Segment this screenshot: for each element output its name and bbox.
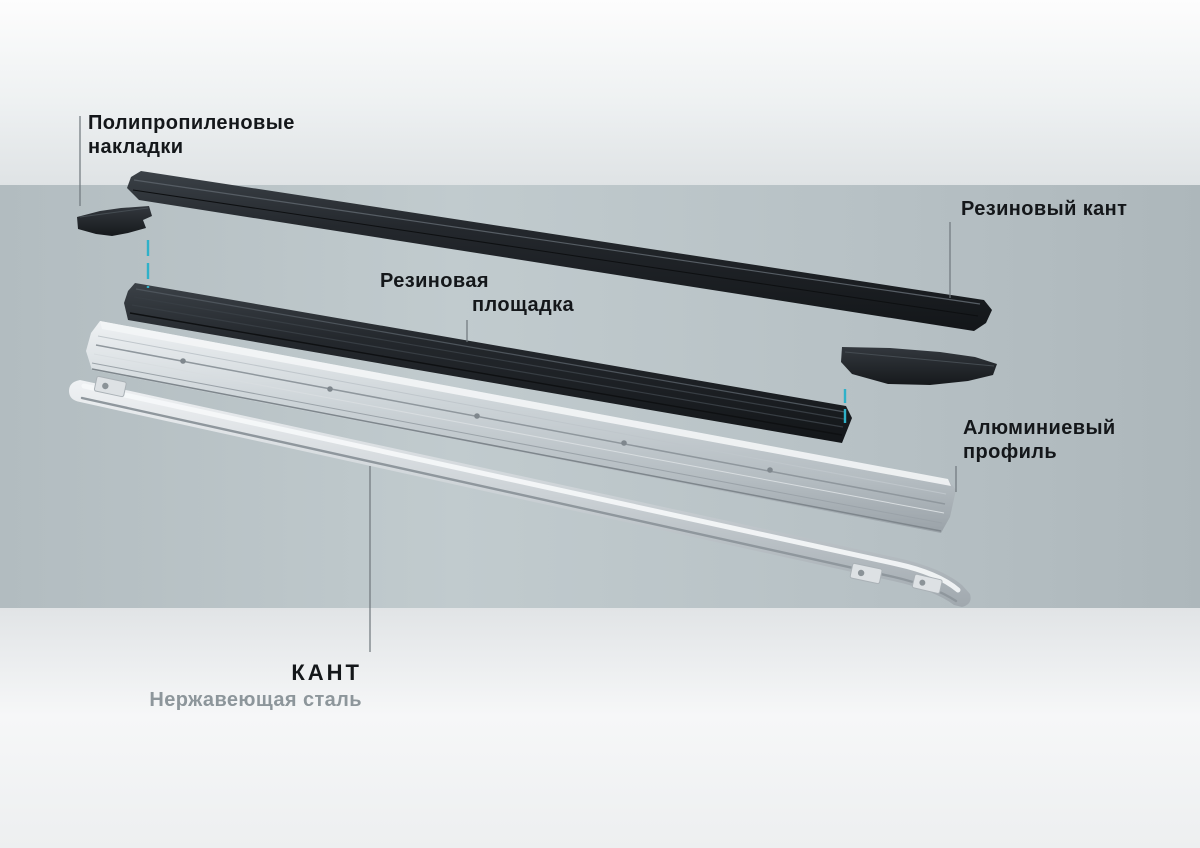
bracket: [849, 562, 883, 585]
label-rubber-edging: Резиновый кант: [961, 197, 1127, 221]
screw-hole: [621, 440, 627, 446]
label-line: площадка: [472, 294, 575, 316]
bracket: [911, 573, 943, 594]
screw-hole: [180, 358, 186, 364]
background-top: [0, 0, 1200, 185]
aluminum-profile: [86, 321, 956, 533]
material-name: Нержавеющая сталь: [149, 689, 362, 711]
label-rubber-platform: Резиновая площадка: [380, 269, 574, 317]
label-polypropylene-pads: Полипропиленовые накладки: [88, 111, 295, 159]
brand-name: КАНТ: [291, 660, 362, 685]
rubber-platform: [124, 283, 852, 443]
bracket: [93, 375, 127, 398]
label-line: Алюминиевый: [963, 417, 1116, 439]
label-line: Резиновый кант: [961, 198, 1128, 220]
label-line: накладки: [88, 136, 184, 158]
stainless-steel-edge: [69, 375, 971, 607]
label-brand-block: КАНТ Нержавеющая сталь: [60, 661, 362, 712]
rubber-edging-strip: [127, 171, 992, 331]
pad-right: [841, 347, 997, 385]
pad-left: [77, 206, 152, 236]
label-aluminum-profile: Алюминиевый профиль: [963, 416, 1116, 464]
label-line: Полипропиленовые: [88, 112, 295, 134]
label-line: профиль: [963, 441, 1058, 463]
label-line: Резиновая: [380, 270, 489, 292]
screw-hole: [767, 467, 773, 473]
screw-hole: [327, 386, 333, 392]
screw-hole: [474, 413, 480, 419]
background-bottom: [0, 608, 1200, 848]
